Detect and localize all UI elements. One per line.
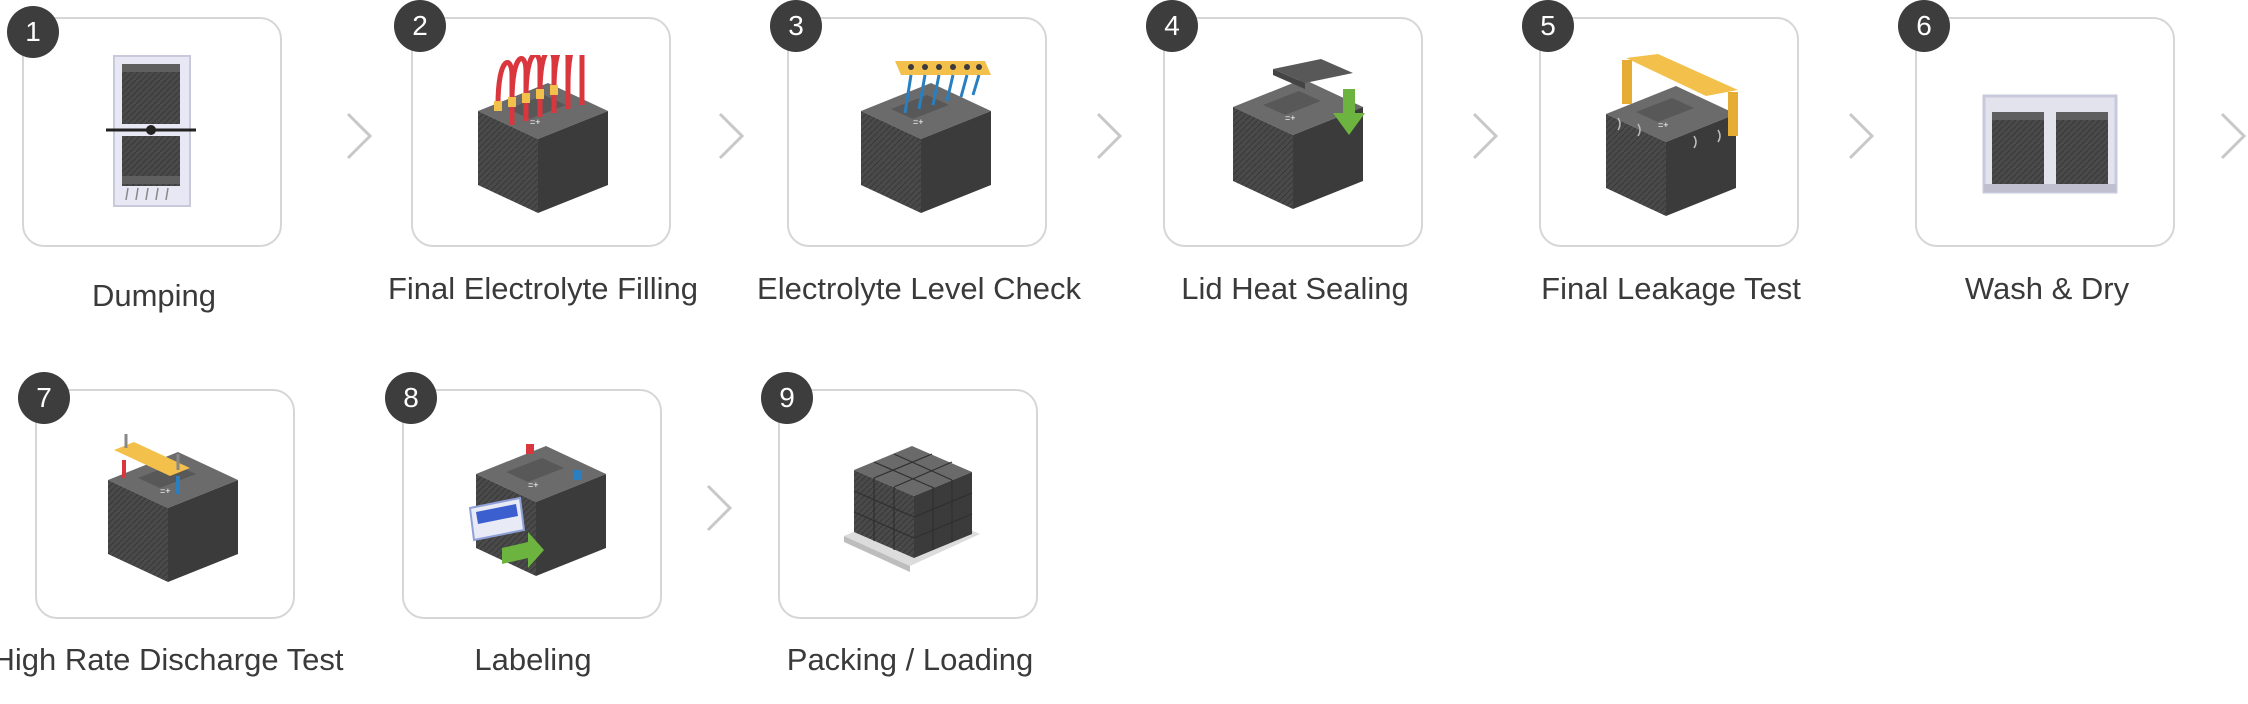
step-label: Labeling xyxy=(474,642,592,677)
step-number-badge: 6 xyxy=(1898,0,1950,52)
step-number-badge: 7 xyxy=(18,372,70,424)
step-label: Packing / Loading xyxy=(786,642,1034,677)
chevron-right-icon xyxy=(1472,112,1499,160)
step-number-badge: 1 xyxy=(7,6,59,58)
step-number-badge: 9 xyxy=(761,372,813,424)
step-label: Electrolyte Level Check xyxy=(757,271,1081,306)
step-label: Wash & Dry xyxy=(1964,271,2130,306)
chevron-right-icon xyxy=(346,112,373,160)
chevron-right-icon xyxy=(706,484,733,532)
discharge-test-icon xyxy=(108,434,238,582)
chevron-right-icon xyxy=(718,112,745,160)
wash-dry-icon xyxy=(1982,94,2118,194)
step-label: Final Electrolyte Filling xyxy=(387,271,699,306)
step-number-badge: 5 xyxy=(1522,0,1574,52)
electrolyte-filling-icon xyxy=(478,55,608,213)
leakage-test-icon xyxy=(1606,54,1738,216)
level-check-icon xyxy=(861,61,991,213)
step-label: Dumping xyxy=(91,278,217,313)
chevron-right-icon xyxy=(2220,112,2247,160)
chevron-right-icon xyxy=(1096,112,1123,160)
step-label: High Rate Discharge Test xyxy=(0,642,344,677)
step-number-badge: 4 xyxy=(1146,0,1198,52)
step-label: Final Leakage Test xyxy=(1541,271,1801,306)
step-number-badge: 8 xyxy=(385,372,437,424)
step-number-badge: 3 xyxy=(770,0,822,52)
step-label: Lid Heat Sealing xyxy=(1181,271,1409,306)
step-number-badge: 2 xyxy=(394,0,446,52)
chevron-right-icon xyxy=(1848,112,1875,160)
battery-dumping-icon xyxy=(106,55,196,207)
packing-icon xyxy=(844,446,980,572)
heat-sealing-icon xyxy=(1233,59,1365,209)
labeling-icon xyxy=(468,444,606,576)
